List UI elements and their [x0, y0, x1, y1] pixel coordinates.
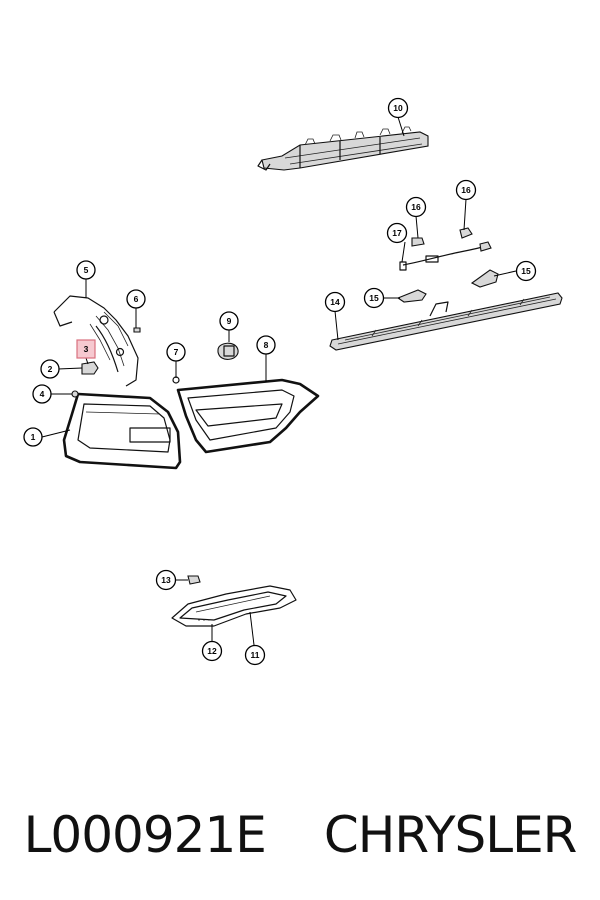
callout-14: 14: [324, 291, 346, 313]
callout-2: 2: [40, 359, 60, 379]
svg-text:8: 8: [264, 340, 269, 350]
small-hardware: [71, 327, 239, 585]
callout-15b: 15: [515, 260, 537, 282]
svg-text:15: 15: [369, 293, 379, 303]
svg-text:3: 3: [84, 344, 89, 354]
svg-text:16: 16: [461, 185, 471, 195]
callout-4: 4: [32, 384, 52, 404]
callout-6: 6: [126, 289, 146, 309]
callout-3: 3: [76, 339, 96, 359]
callout-12: 12: [201, 640, 223, 662]
callout-13: 13: [155, 569, 177, 591]
callout-8: 8: [256, 335, 276, 355]
svg-text:11: 11: [251, 650, 260, 660]
part-13-bulb: [187, 575, 201, 585]
part-10-high-mount-stop-lamp: [257, 126, 429, 171]
svg-text:15: 15: [521, 266, 531, 276]
callout-17: 17: [386, 222, 408, 244]
brand-name: CHRYSLER: [323, 806, 578, 864]
footer-caption: L000921E CHRYSLER: [0, 790, 600, 880]
part-15-license-lamps: [396, 269, 499, 303]
svg-text:16: 16: [411, 202, 421, 212]
svg-text:17: 17: [392, 228, 402, 238]
part-6-screw: [133, 327, 141, 333]
callout-16b: 16: [455, 179, 477, 201]
part-2-bulb: [81, 361, 99, 375]
part-1-tail-lamp: [62, 392, 182, 470]
svg-text:1: 1: [31, 432, 36, 442]
callout-9: 9: [219, 311, 239, 331]
callout-10: 10: [387, 97, 409, 119]
svg-text:6: 6: [134, 294, 139, 304]
part-8-quarter-lamp: [176, 378, 320, 454]
part-9-socket: [217, 342, 239, 360]
part-code: L000921E: [23, 806, 267, 864]
svg-text:14: 14: [330, 297, 340, 307]
callout-5: 5: [76, 260, 96, 280]
callout-11: 11: [244, 644, 266, 666]
parts-diagram: 1 2 3 4 5 6 7 8 9 10 11 12 13 14 15 15 1…: [23, 97, 563, 666]
part-5-lamp-housing: [53, 295, 139, 387]
svg-text:12: 12: [207, 646, 217, 656]
svg-text:10: 10: [393, 103, 403, 113]
callout-16a: 16: [405, 196, 427, 218]
part-4-nut: [71, 390, 79, 398]
svg-text:13: 13: [161, 575, 171, 585]
callout-1: 1: [23, 427, 43, 447]
callout-7: 7: [166, 342, 186, 362]
part-11-12-lower-lamp: [171, 585, 297, 627]
part-16-17-bulbs-harness: [399, 227, 492, 271]
svg-text:5: 5: [84, 265, 89, 275]
svg-text:2: 2: [48, 364, 53, 374]
svg-text:4: 4: [40, 389, 45, 399]
part-14-applique: [329, 292, 563, 351]
svg-text:9: 9: [227, 316, 232, 326]
svg-text:7: 7: [174, 347, 179, 357]
callout-15a: 15: [363, 287, 385, 309]
leader-lines: [41, 116, 517, 646]
